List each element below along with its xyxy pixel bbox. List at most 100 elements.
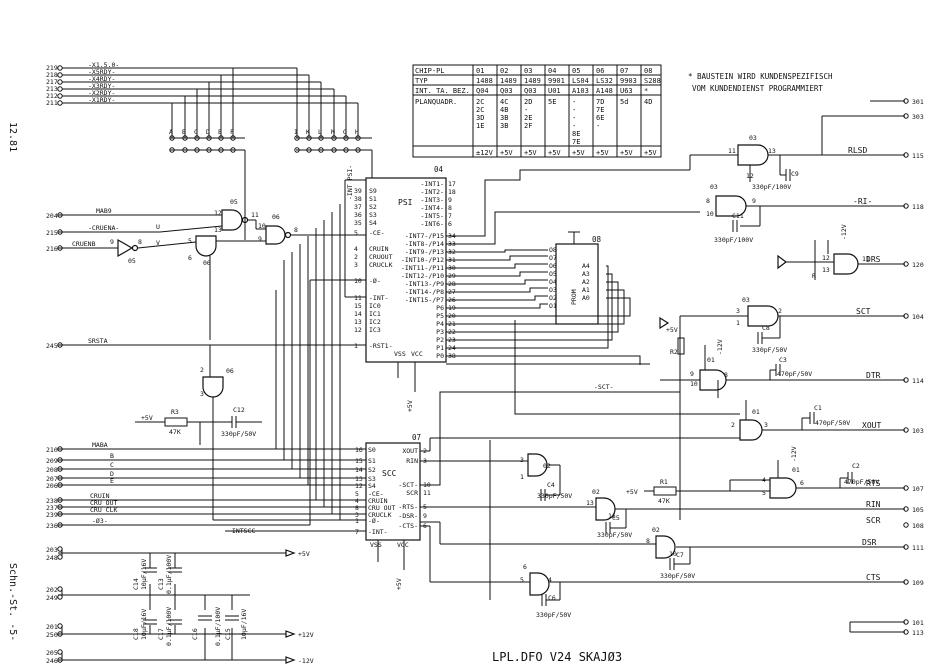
svg-text:9: 9 (752, 197, 756, 205)
power-pin-number: 249 (46, 594, 58, 602)
u07-pin-number: 11 (423, 489, 431, 497)
power-rails (58, 549, 296, 664)
left-signal-name: C (110, 461, 114, 469)
left-pin-number: 206 (46, 482, 58, 490)
power-pin-number: 246 (46, 657, 58, 665)
gate-03-ri: 03 8 10 9 C11 330pF/100V (706, 183, 905, 244)
chip-table-cell: 1489 (524, 77, 541, 85)
u07-pin-name: SCR (406, 489, 418, 497)
input-pin-number: 213 (46, 85, 58, 93)
u07-pin-number: 4 (355, 497, 359, 505)
c16-value: 0.1µF/100V (214, 607, 222, 646)
input-signal-name: -X2RDY- (88, 89, 115, 97)
gate-02-c: 02 8 10 C7 330pF/50V (420, 521, 905, 580)
output-pin-number: 103 (912, 427, 924, 435)
jumper-letter: H (355, 128, 359, 136)
jumper-letter: B (182, 128, 186, 136)
u04-pin-name: -INT13-/P9 (405, 280, 444, 288)
svg-text:05: 05 (128, 257, 136, 265)
left-pin-number: 209 (46, 457, 58, 465)
output-signal-name: RLSD (848, 146, 867, 155)
svg-text:VCC: VCC (411, 350, 423, 358)
chip-table-cell: 5d (620, 98, 628, 106)
u04-pin-name: -INT7-/P15 (405, 232, 444, 240)
connector-terminal (355, 135, 361, 141)
c15-value: 10µF/16V (240, 609, 248, 640)
svg-text:03: 03 (710, 183, 718, 191)
output-pin-number: 101 (912, 619, 924, 627)
chip-table-cell: 2E (524, 114, 532, 122)
svg-text:+5V: +5V (395, 578, 403, 590)
connector-terminal (206, 147, 212, 153)
svg-text:4: 4 (548, 576, 552, 584)
u04-pin-number: 1 (354, 342, 358, 350)
u04-pin-number: 35 (354, 219, 362, 227)
left-signal-name: CRUIN (90, 492, 110, 500)
select-bus (275, 180, 366, 525)
gate-03-rlsd: 03 11 13 12 C9 330pF/100V (689, 100, 905, 191)
jumper-letter: G (343, 128, 347, 136)
u07-pin-number: 14 (355, 466, 363, 474)
u07-pin-name: S0 (368, 446, 376, 454)
chip-table-cell: 7E (596, 106, 604, 114)
svg-text:06: 06 (226, 367, 234, 375)
svg-text:1: 1 (736, 319, 740, 327)
c12-value: 330pF/50V (221, 430, 256, 438)
input-signal-name: -X1.5.0- (88, 61, 119, 69)
connector-terminal (355, 147, 361, 153)
chip-table-cell: ±12V (476, 149, 494, 157)
svg-text:11: 11 (608, 512, 616, 520)
jumper-letter: F (230, 128, 234, 136)
left-signal-name: CRUENB (72, 240, 96, 248)
int-scc-label: -INTSCC- (228, 527, 259, 535)
gate-03-sct: 03 3 1 2 C8 330pF/50V (659, 296, 905, 354)
input-signal-name: -X3RDY- (88, 82, 115, 90)
chip-table-header: 06 (596, 67, 604, 75)
left-pin-number: 239 (46, 511, 58, 519)
output-pin-number: 120 (912, 261, 924, 269)
svg-text:03: 03 (742, 296, 750, 304)
output-pin-number: 115 (912, 152, 924, 160)
u04-pin-number: 17 (448, 180, 456, 188)
svg-text:8: 8 (724, 371, 728, 379)
output-signal-name: DRS (866, 255, 881, 264)
u04-pin-number: 14 (354, 310, 362, 318)
input-signal-name: -X5RDY- (88, 68, 115, 76)
svg-text:9: 9 (258, 235, 262, 243)
svg-text:VSS: VSS (394, 350, 406, 358)
u04-pin-name: P1 (436, 344, 444, 352)
chip-table-cell: 2F (524, 122, 532, 130)
output-pin-number: 105 (912, 506, 924, 514)
chip-table-cell: +5V (572, 149, 585, 157)
output-pin-number: 107 (912, 485, 924, 493)
u04-pin-name: IC0 (369, 302, 381, 310)
c14-value: 10µF/16V (140, 559, 148, 590)
chip-table-cell: U63 (620, 87, 633, 95)
svg-text:3: 3 (736, 307, 740, 315)
u08-pin-name: A3 (582, 270, 590, 278)
connector-terminal (194, 147, 200, 153)
u08-ref: 08 (592, 235, 602, 244)
u04-pin-number: 3 (354, 261, 358, 269)
u08-pin-name: O7 (549, 254, 557, 262)
chip-table-cell: Q03 (500, 87, 513, 95)
u04-pin-name: IC3 (369, 326, 381, 334)
u04-pin-number: 5 (354, 229, 358, 237)
u07-pin-number: 5 (355, 490, 359, 498)
chip-table-cell: 7D (596, 98, 604, 106)
u04-pin-number: 36 (354, 211, 362, 219)
u08-pin-name: O8 (549, 246, 557, 254)
svg-text:01: 01 (707, 356, 715, 364)
u08-pin-name: O4 (549, 278, 557, 286)
u07-pin-name: XOUT (402, 447, 418, 455)
u04-pin-number: 11 (354, 294, 362, 302)
svg-text:U: U (156, 223, 160, 231)
u07-pin-number: 1 (355, 517, 359, 525)
left-pin-number: 210 (46, 446, 58, 454)
left-pin-number: 216 (46, 245, 58, 253)
svg-text:6: 6 (523, 563, 527, 571)
svg-text:02: 02 (592, 488, 600, 496)
u04-pin-number: 39 (354, 187, 362, 195)
